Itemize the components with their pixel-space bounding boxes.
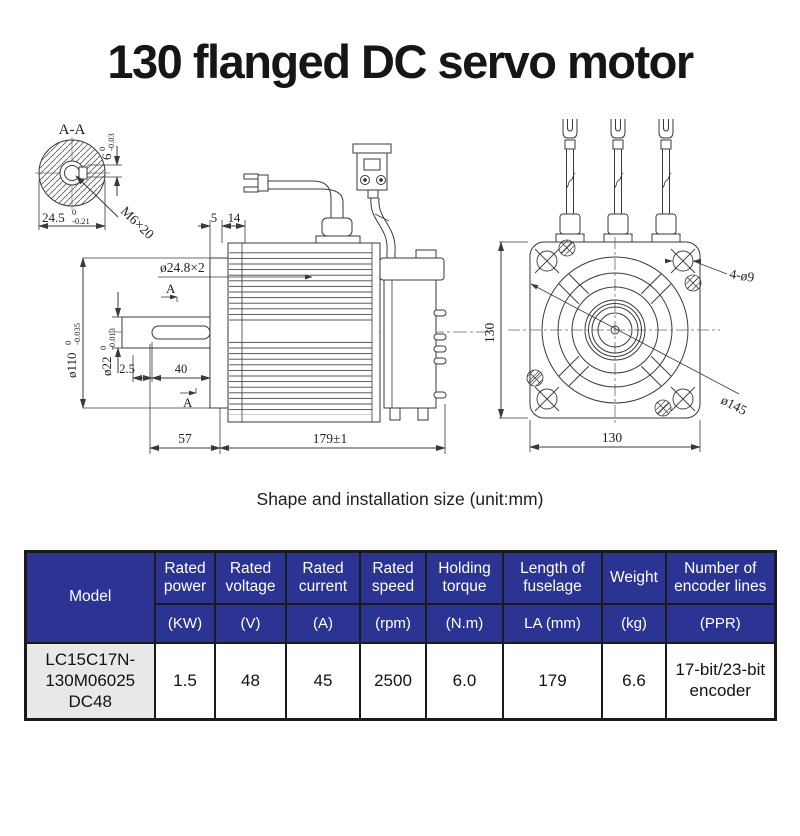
svg-text:0: 0 <box>72 207 76 217</box>
unit-rated-power: (KW) <box>154 602 216 644</box>
svg-text:-0.03: -0.03 <box>106 133 116 151</box>
svg-text:0: 0 <box>63 340 73 344</box>
svg-text:2.5: 2.5 <box>119 362 135 376</box>
cell-weight: 6.6 <box>601 641 667 721</box>
col-header-length-fuselage: Length of fuselage <box>502 550 603 605</box>
svg-text:ø110: ø110 <box>64 352 79 378</box>
unit-weight: (kg) <box>601 602 667 644</box>
col-header-rated-speed: Rated speed <box>359 550 427 605</box>
svg-text:A: A <box>183 395 193 410</box>
mount-holes <box>534 248 696 412</box>
svg-text:130: 130 <box>602 430 623 445</box>
dim-mount-holes: 4-ø9 <box>664 258 756 285</box>
encoder-housing <box>379 249 447 421</box>
unit-holding-torque: (N.m) <box>425 602 504 644</box>
col-header-encoder-lines: Number of encoder lines <box>665 550 776 605</box>
svg-text:130: 130 <box>482 322 497 343</box>
svg-text:179±1: 179±1 <box>313 431 347 446</box>
shaft-keyway <box>151 325 211 340</box>
front-cables <box>555 118 681 244</box>
cell-rated-power: 1.5 <box>154 641 216 721</box>
col-header-rated-voltage: Rated voltage <box>214 550 287 605</box>
cell-holding-torque: 6.0 <box>425 641 504 721</box>
svg-text:40: 40 <box>175 362 188 376</box>
cell-rated-voltage: 48 <box>214 641 287 721</box>
dim-lengths: 57 179±1 <box>149 343 446 454</box>
dim-flange-height: 130 <box>482 240 528 419</box>
side-view: 5 14 ø24.8×2 ø110 0 -0.035 ø22 <box>63 143 490 454</box>
power-cable-side <box>243 173 361 244</box>
dim-shaft-dia: ø22 0 -0.013 <box>98 291 122 376</box>
svg-text:ø24.8×2: ø24.8×2 <box>160 260 205 275</box>
svg-text:24.5: 24.5 <box>42 210 65 225</box>
cell-rated-speed: 2500 <box>359 641 427 721</box>
section-marker-bottom: A <box>180 387 197 410</box>
table-header-row: Model Rated power Rated voltage Rated cu… <box>24 550 776 644</box>
flange-plate <box>209 257 229 409</box>
svg-text:0: 0 <box>98 345 108 349</box>
dim-flange-width: 130 <box>529 419 701 452</box>
dim-key-width: 6 0 -0.03 <box>97 133 116 160</box>
col-header-rated-current: Rated current <box>285 550 361 605</box>
flange-spokes <box>558 273 672 386</box>
svg-text:ø145: ø145 <box>719 392 750 418</box>
model-line: LC15C17N- <box>45 649 136 669</box>
cover-screws <box>526 239 702 417</box>
section-marker-top: A <box>161 281 178 302</box>
svg-text:-0.035: -0.035 <box>72 323 82 345</box>
dim-5-14: 5 14 <box>198 211 246 258</box>
section-label: A-A <box>59 122 86 138</box>
svg-text:-0.21: -0.21 <box>72 216 90 226</box>
col-header-model: Model <box>24 550 156 644</box>
page-title: 130 flanged DC servo motor <box>107 35 694 88</box>
spec-table: Model Rated power Rated voltage Rated cu… <box>23 549 777 721</box>
dim-section-width: 24.5 0 -0.21 <box>42 207 90 226</box>
cell-rated-current: 45 <box>285 641 361 721</box>
dim-keyway: 2.5 40 <box>119 341 211 382</box>
technical-drawing-area: A-A 6 0 -0.03 24.5 0 -0.21 M6×20 <box>0 110 800 475</box>
flange-circles <box>541 256 689 404</box>
section-a-a-detail: A-A 6 0 -0.03 24.5 0 -0.21 M6×20 <box>35 122 157 242</box>
unit-rated-current: (A) <box>285 602 361 644</box>
svg-text:A: A <box>166 281 176 296</box>
unit-rated-voltage: (V) <box>214 602 287 644</box>
unit-length-fuselage: LA (mm) <box>502 602 603 644</box>
dim-spigot-step: ø24.8×2 <box>158 260 313 280</box>
col-header-rated-power: Rated power <box>154 550 216 605</box>
unit-encoder-lines: (PPR) <box>665 602 776 644</box>
svg-text:57: 57 <box>178 431 192 446</box>
svg-text:ø22: ø22 <box>99 356 114 376</box>
dim-spigot-dia: ø110 0 -0.035 <box>63 256 210 409</box>
drawing-caption: Shape and installation size (unit:mm) <box>256 488 544 509</box>
table-units-row: (KW) (V) (A) (rpm) (N.m) LA (mm) (kg) (P… <box>25 602 776 644</box>
unit-rated-speed: (rpm) <box>359 602 427 644</box>
cell-encoder-lines: 17-bit/23-bit encoder <box>665 641 776 721</box>
svg-text:5: 5 <box>211 211 217 225</box>
svg-text:-0.013: -0.013 <box>107 328 117 350</box>
svg-text:0: 0 <box>97 146 107 150</box>
col-header-weight: Weight <box>601 550 667 605</box>
cell-length-fuselage: 179 <box>502 641 603 721</box>
cell-model: LC15C17N- 130M06025 DC48 <box>24 641 156 721</box>
fork-terminal-icon <box>243 173 259 180</box>
front-view: 4-ø9 ø145 130 130 <box>482 118 756 452</box>
svg-text:6: 6 <box>99 153 114 160</box>
technical-drawing: A-A 6 0 -0.03 24.5 0 -0.21 M6×20 <box>35 118 756 454</box>
svg-text:14: 14 <box>228 211 241 225</box>
table-data-row: LC15C17N- 130M06025 DC48 1.5 48 45 2500 … <box>24 641 776 721</box>
connector-side <box>352 143 396 258</box>
model-line: DC48 <box>68 692 112 712</box>
col-header-holding-torque: Holding torque <box>425 550 504 605</box>
thread-label: M6×20 <box>118 203 157 242</box>
model-line: 130M06025 <box>45 671 136 691</box>
svg-text:4-ø9: 4-ø9 <box>729 266 756 285</box>
